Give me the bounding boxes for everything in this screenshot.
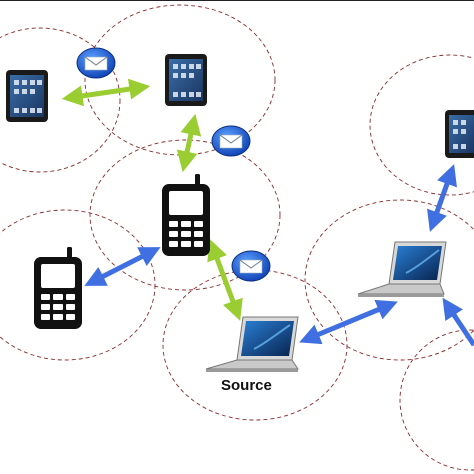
- range-circle: [399, 329, 474, 471]
- laptop-icon: [205, 316, 299, 372]
- tablet-icon: [445, 110, 474, 158]
- range-circles: [0, 4, 474, 471]
- envelope-icon: [76, 47, 116, 79]
- link-arrow-blue: [427, 164, 457, 232]
- links: [61, 78, 474, 347]
- link-arrow-blue: [299, 299, 398, 345]
- link-arrow-green: [61, 78, 151, 107]
- laptop-icon: [357, 241, 447, 297]
- tablet-icon: [165, 54, 207, 106]
- envelope-icon: [231, 250, 271, 282]
- range-circle: [369, 54, 474, 196]
- link-arrow-blue: [84, 247, 161, 286]
- phone-icon: [34, 247, 82, 329]
- range-circle: [304, 199, 474, 361]
- phone-icon: [162, 174, 210, 256]
- envelope-icon: [211, 125, 251, 157]
- tablet-icon: [6, 70, 48, 122]
- link-arrow-green: [176, 113, 202, 173]
- link-arrow-green: [207, 239, 243, 321]
- source-label: Source: [221, 377, 272, 394]
- link-arrow-blue: [442, 297, 474, 347]
